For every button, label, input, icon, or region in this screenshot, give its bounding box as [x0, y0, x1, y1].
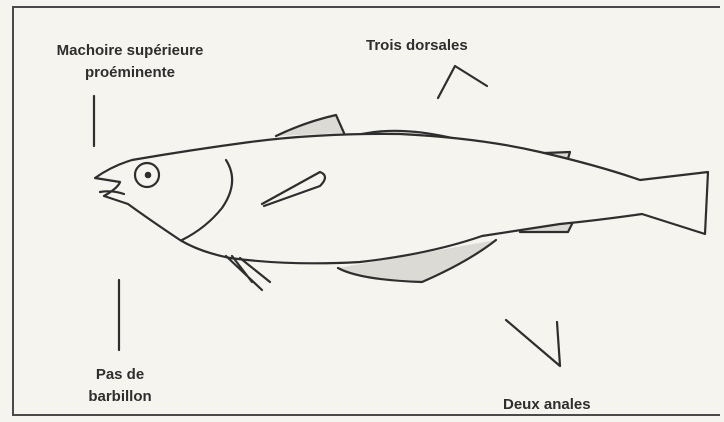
diagram-frame — [12, 6, 720, 416]
gill-cover — [180, 158, 234, 242]
anals-label: Deux anales — [503, 396, 591, 413]
fish-pupil — [144, 171, 152, 179]
dorsals-label: Trois dorsales — [366, 37, 468, 54]
upper-jaw-label-line1: Machoire supérieure — [56, 42, 204, 59]
no-barbel-label: Pas de barbillon — [60, 364, 180, 408]
dorsals-pointer — [436, 64, 489, 100]
upper-jaw-label-line2: proéminente — [84, 64, 175, 81]
pelvic-fin — [224, 254, 272, 292]
fish-mouth — [98, 190, 126, 196]
upper-jaw-label: Machoire supérieure proéminente — [30, 40, 230, 84]
fish-body — [93, 132, 710, 265]
anal-fin-1 — [336, 238, 498, 284]
no-barbel-label-line2: barbillon — [88, 388, 152, 405]
dorsal-fin-1 — [274, 113, 346, 138]
no-barbel-label-line1: Pas de — [95, 366, 145, 383]
pectoral-fin — [260, 170, 327, 208]
fish-eye — [133, 161, 161, 189]
anals-pointer — [504, 318, 562, 368]
